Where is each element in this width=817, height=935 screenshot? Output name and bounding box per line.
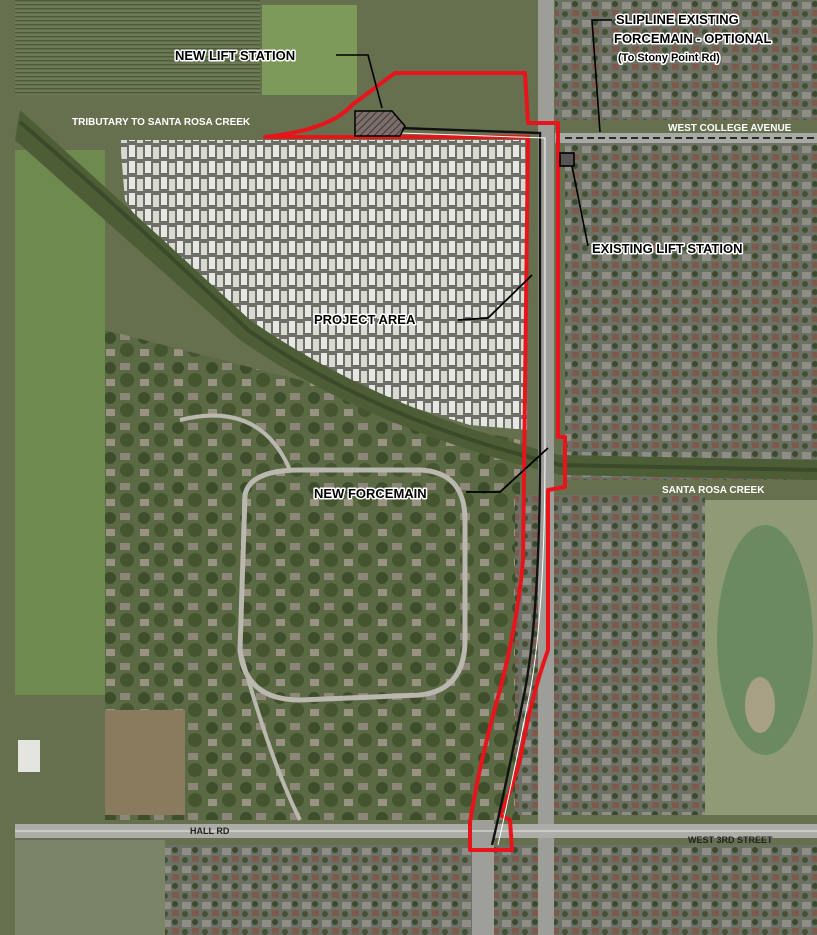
label-existing-lift-station: EXISTING LIFT STATION bbox=[592, 241, 742, 256]
label-project-area: PROJECT AREA bbox=[314, 312, 416, 327]
label-new-forcemain: NEW FORCEMAIN bbox=[314, 486, 427, 501]
leader-slipline bbox=[591, 19, 612, 133]
east-residential bbox=[565, 140, 817, 480]
farm-lot bbox=[105, 710, 185, 815]
label-hall-rd: HALL RD bbox=[190, 826, 230, 836]
label-west-3rd: WEST 3RD STREET bbox=[688, 835, 773, 845]
farm-building bbox=[18, 740, 40, 772]
stony-col-road bbox=[538, 0, 554, 935]
label-tributary: TRIBUTARY TO SANTA ROSA CREEK bbox=[72, 117, 251, 128]
leader-project-area bbox=[457, 274, 533, 321]
leader-new-lift-station bbox=[336, 54, 383, 109]
estate-loop-road bbox=[237, 467, 468, 703]
field-southwest bbox=[15, 840, 165, 935]
field-northwest-park bbox=[262, 5, 357, 95]
creek-water bbox=[18, 120, 817, 472]
label-santa-rosa-creek: SANTA ROSA CREEK bbox=[662, 485, 765, 496]
label-west-college: WEST COLLEGE AVENUE bbox=[668, 123, 792, 134]
vineyard bbox=[15, 0, 260, 95]
pond-island bbox=[745, 677, 775, 733]
new-forcemain-line bbox=[399, 126, 542, 846]
label-slipline-3: (To Stony Point Rd) bbox=[618, 52, 720, 64]
label-new-lift-station: NEW LIFT STATION bbox=[175, 48, 295, 63]
label-slipline-2: FORCEMAIN - OPTIONAL bbox=[614, 31, 771, 46]
new-forcemain-line-inner bbox=[399, 132, 546, 846]
leader-existing-lift-station bbox=[571, 165, 589, 247]
estate-road-2 bbox=[179, 413, 302, 821]
label-slipline-1: SLIPLINE EXISTING bbox=[616, 12, 739, 27]
pond bbox=[717, 525, 813, 755]
existing-lift-station bbox=[559, 152, 575, 167]
new-lift-station bbox=[354, 110, 406, 137]
leader-new-forcemain bbox=[466, 447, 549, 493]
mobile-home-park bbox=[120, 140, 528, 430]
field-west bbox=[15, 150, 105, 695]
road-vertical-south bbox=[472, 820, 494, 935]
